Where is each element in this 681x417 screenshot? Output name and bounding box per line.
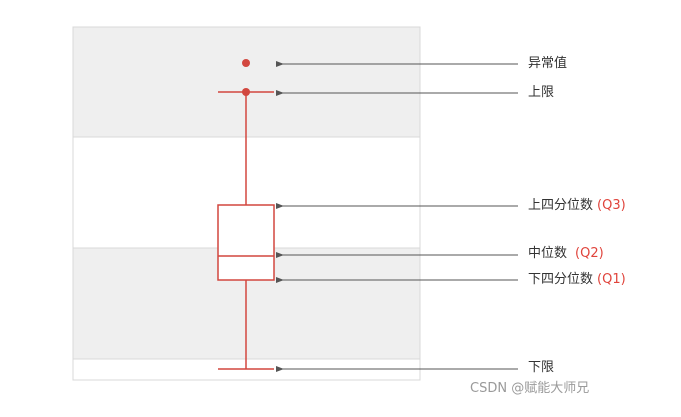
outlier-point xyxy=(242,59,250,67)
label-q1-text: 下四分位数 xyxy=(528,272,594,287)
label-lower-whisker-text: 下限 xyxy=(528,360,555,375)
label-q3-text: 上四分位数 xyxy=(528,198,594,213)
label-outlier-text: 异常值 xyxy=(528,56,568,71)
label-q3: 上四分位数(Q3) xyxy=(528,198,626,214)
label-lower-whisker: 下限 xyxy=(528,360,554,376)
label-q1: 下四分位数(Q1) xyxy=(528,272,626,288)
label-median: 中位数 (Q2) xyxy=(528,246,604,262)
label-q1-code: (Q1) xyxy=(597,272,626,287)
label-median-text: 中位数 xyxy=(528,246,568,261)
interquartile-box xyxy=(217,204,275,281)
label-upper-whisker: 上限 xyxy=(528,85,554,101)
label-median-code: (Q2) xyxy=(575,246,604,261)
label-upper-whisker-text: 上限 xyxy=(528,85,555,100)
label-outlier: 异常值 xyxy=(528,56,567,72)
label-q3-code: (Q3) xyxy=(597,198,626,213)
watermark: CSDN @赋能大师兄 xyxy=(470,381,590,396)
